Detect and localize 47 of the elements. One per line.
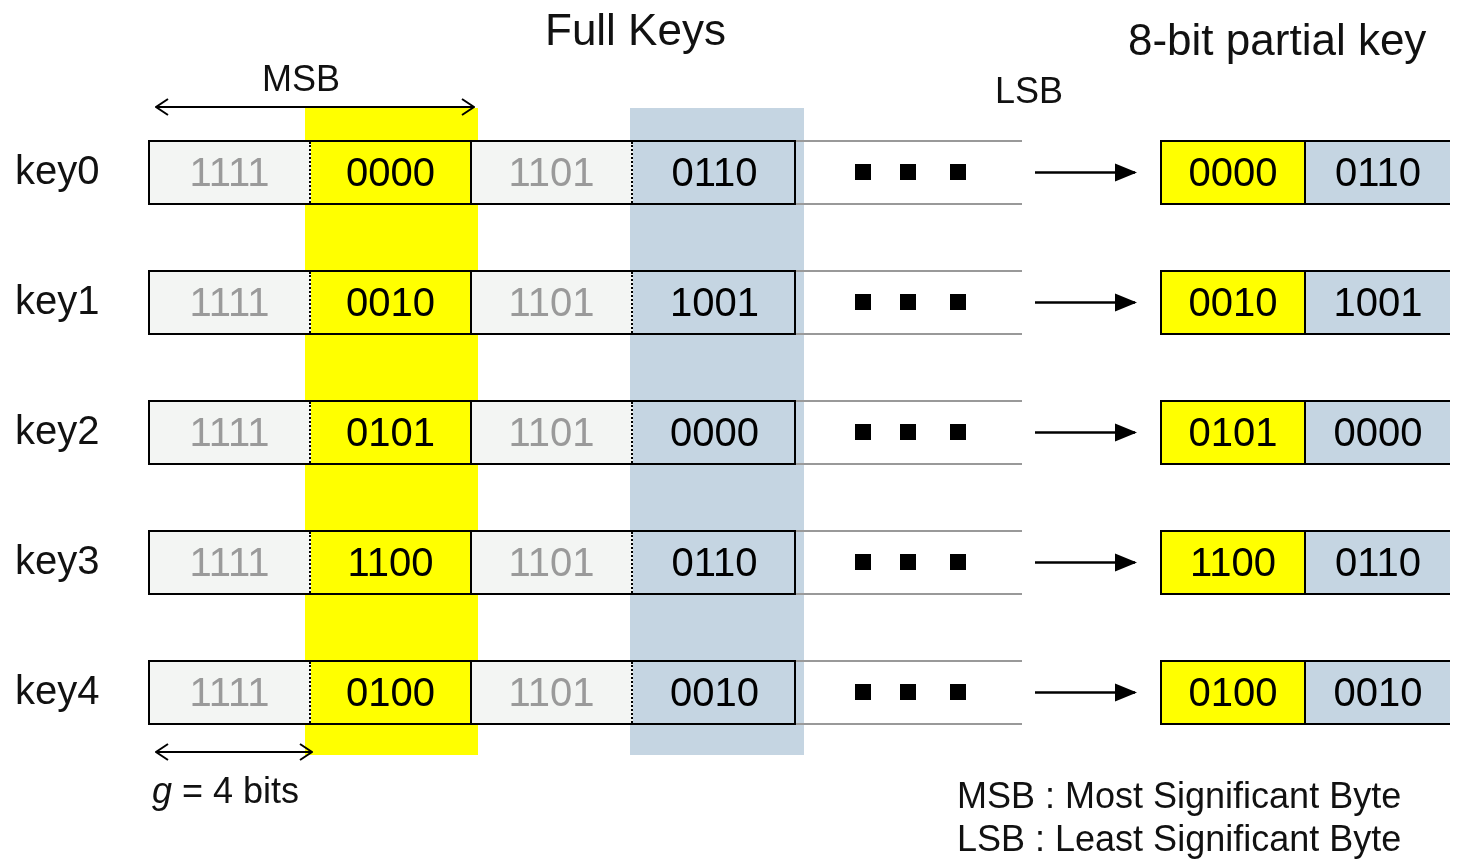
partial-key-bar xyxy=(1160,270,1450,335)
bit-group-cell: 0100 xyxy=(1162,662,1306,723)
bit-group-cell: 1001 xyxy=(1306,272,1450,333)
partial-key-bar xyxy=(1160,530,1450,595)
bit-group-cell: 1111 xyxy=(150,142,311,203)
bit-group-cell-text: 1001 xyxy=(669,279,760,326)
bit-group-cell-text: 0010 xyxy=(669,669,760,716)
bit-group-cell: 1101 xyxy=(472,662,633,723)
row-label: key2 xyxy=(15,408,100,453)
partial-key-bar xyxy=(1160,140,1450,205)
partial-key-bar xyxy=(1160,400,1450,465)
bit-group-cell: 1101 xyxy=(472,272,633,333)
bit-group-cell: 0000 xyxy=(1306,402,1450,463)
dimension-label: LSB xyxy=(995,70,1064,112)
bit-group-cell-text: 0110 xyxy=(670,539,759,586)
bit-group-cell-text: 0000 xyxy=(669,409,760,456)
bit-group-cell: 0000 xyxy=(1162,142,1306,203)
bit-group-cell: 1101 xyxy=(472,142,633,203)
arrow xyxy=(1035,423,1137,442)
row-label: key4 xyxy=(15,668,100,713)
dimension-label: g = 4 bits xyxy=(152,770,300,812)
bit-group-cell: 0010 xyxy=(1306,662,1450,723)
row-label: key3 xyxy=(15,538,100,583)
row-label: key1 xyxy=(15,278,100,323)
bit-group-cell: 0110 xyxy=(1306,532,1450,593)
bit-group-cell: 1101 xyxy=(472,532,633,593)
bit-group-cell: 1111 xyxy=(150,272,311,333)
arrow xyxy=(1035,293,1137,312)
partial-key-bar xyxy=(1160,660,1450,725)
legend-note: MSB : Most Significant Byte xyxy=(957,775,1402,817)
bit-group-cell: 1111 xyxy=(150,662,311,723)
bit-group-cell: 1100 xyxy=(1162,532,1306,593)
arrow xyxy=(1035,553,1137,572)
bit-group-cell: 1101 xyxy=(472,402,633,463)
row-label: key0 xyxy=(15,148,100,193)
arrow xyxy=(1035,163,1137,182)
heading: Full Keys xyxy=(545,5,726,55)
bit-group-cell: 0010 xyxy=(1162,272,1306,333)
dimension-label: MSB xyxy=(262,58,340,100)
bit-group-cell: 1111 xyxy=(150,402,311,463)
arrow xyxy=(1035,683,1137,702)
bit-group-cell: 1111 xyxy=(150,532,311,593)
bit-group-cell: 0101 xyxy=(1162,402,1306,463)
bit-group-cell-text: 0110 xyxy=(670,149,759,196)
legend-note: LSB : Least Significant Byte xyxy=(957,818,1402,860)
heading: 8-bit partial key xyxy=(1128,15,1427,65)
bit-group-cell: 0110 xyxy=(1306,142,1450,203)
